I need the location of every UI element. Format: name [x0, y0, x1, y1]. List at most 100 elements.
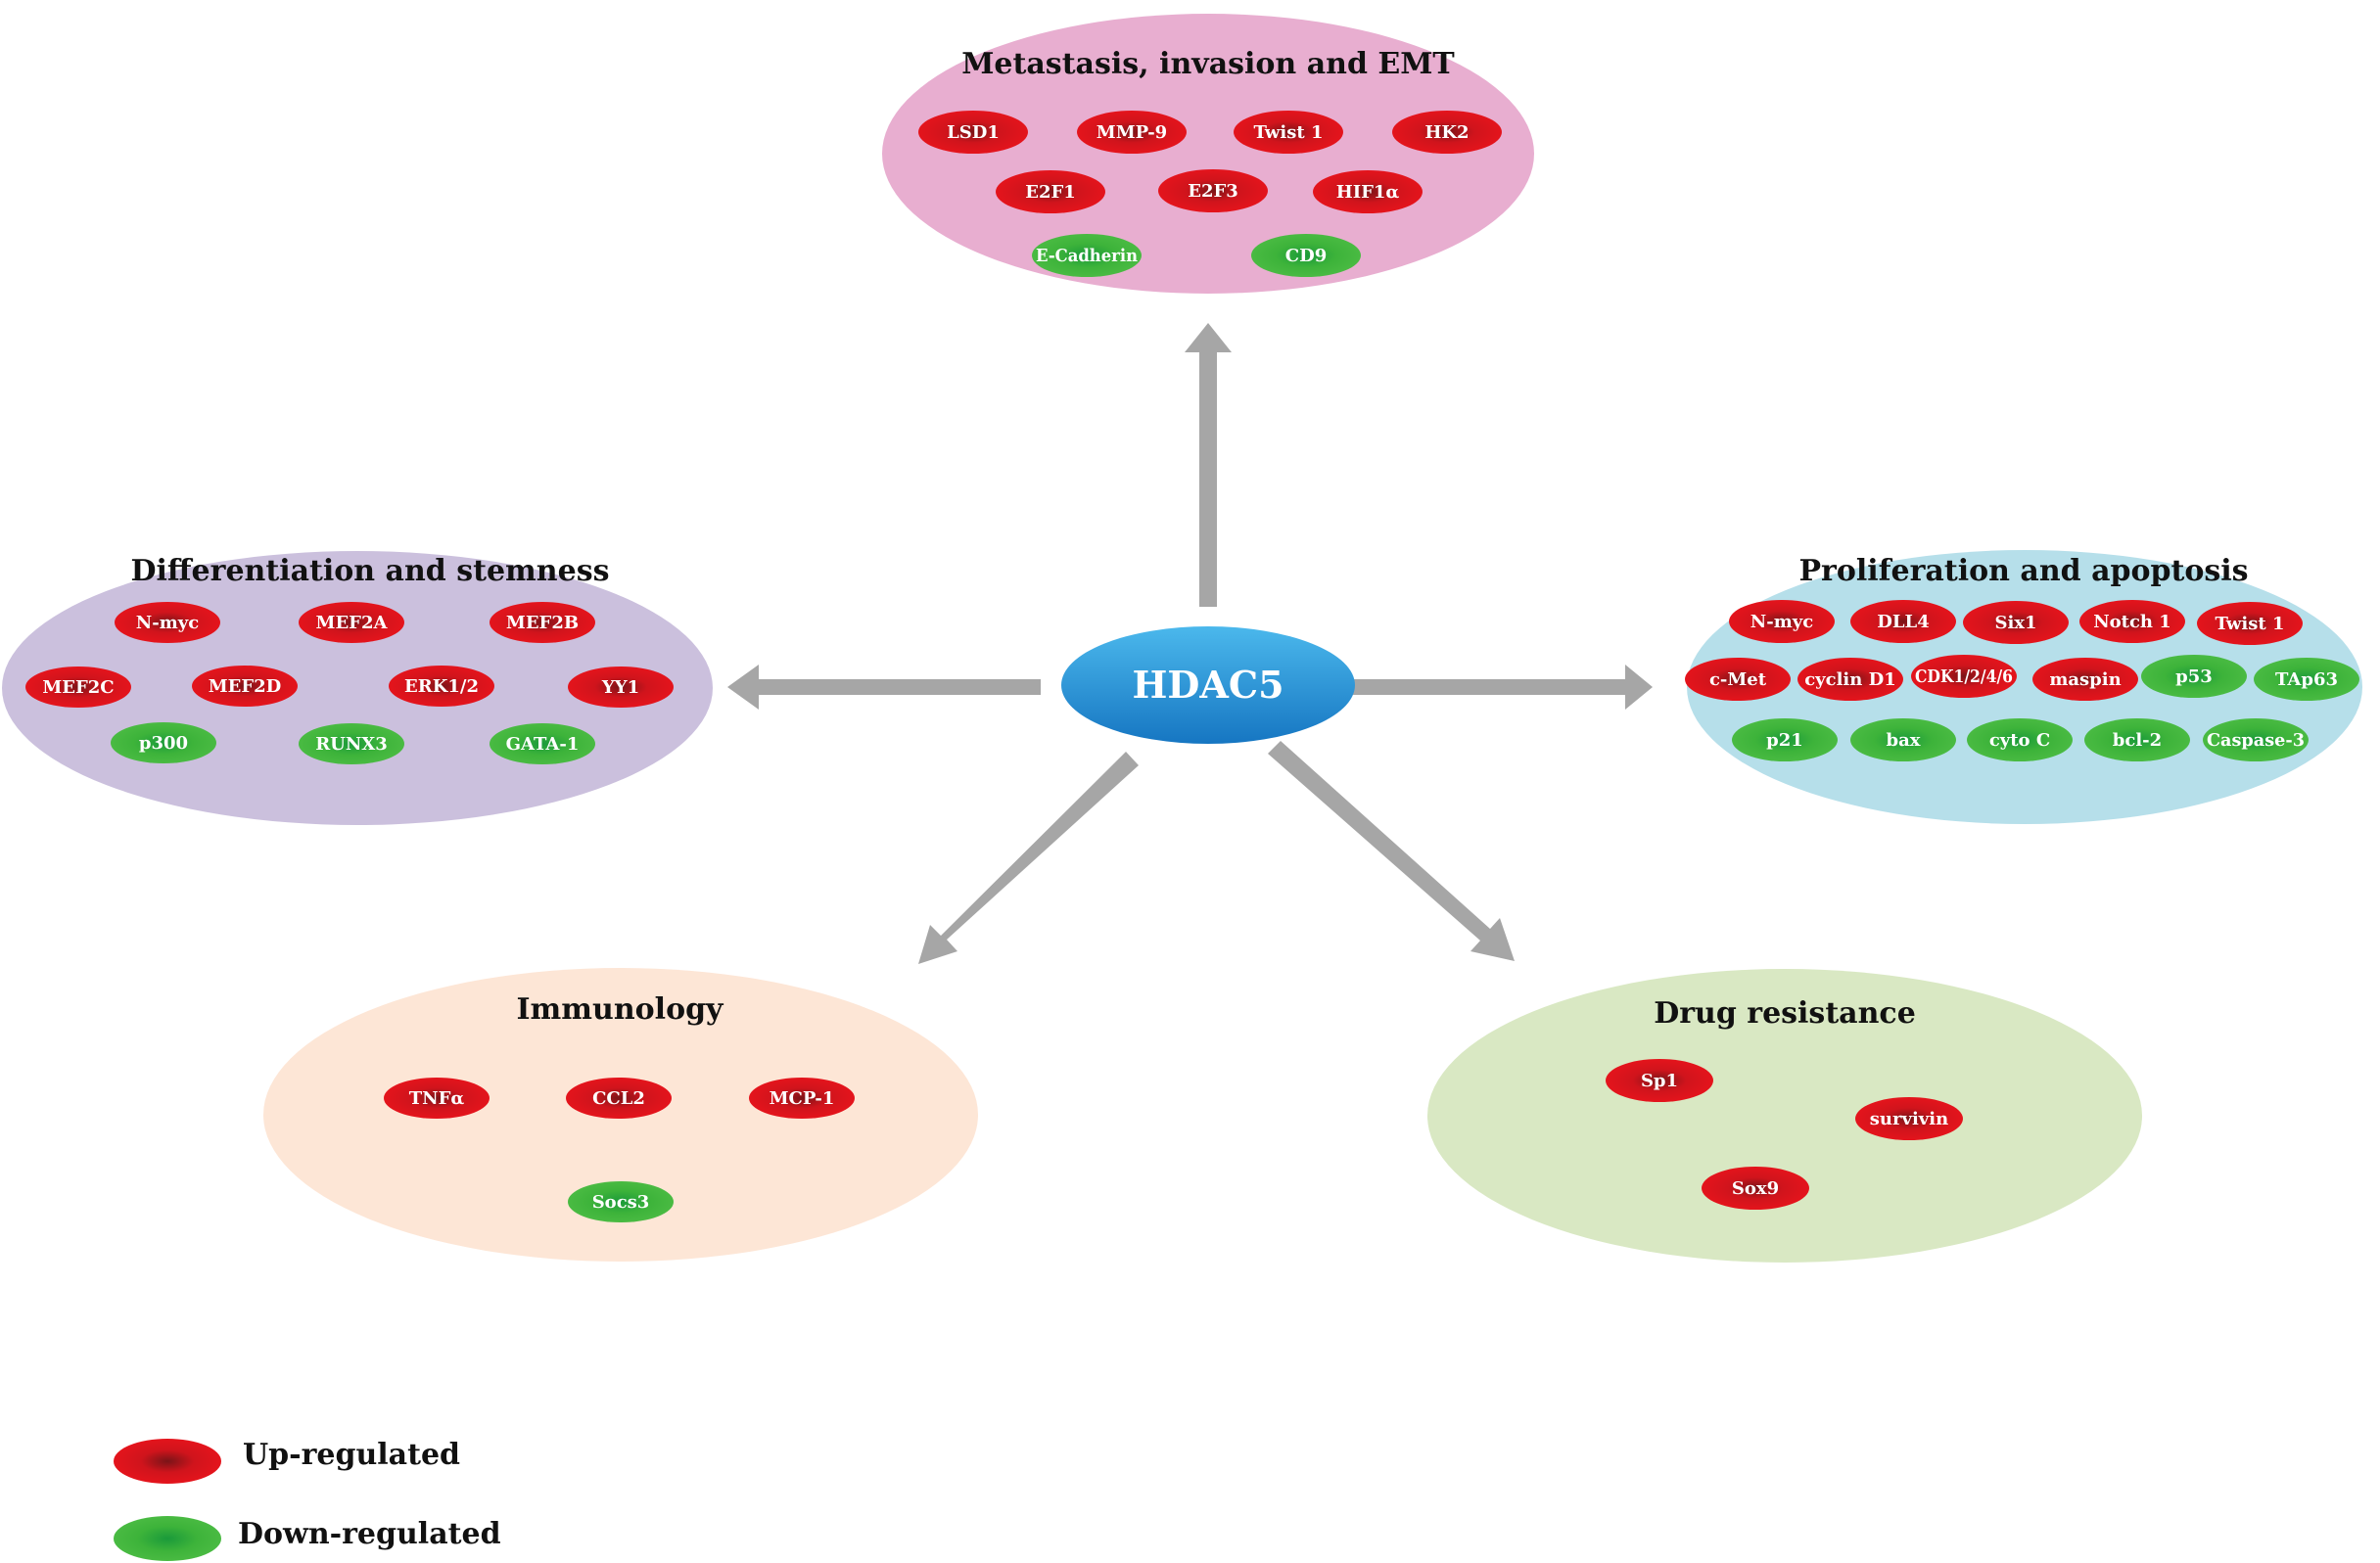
gene-up-regulated: Six1 [1963, 601, 2069, 644]
gene-pill [918, 111, 1028, 154]
gene-pill [111, 722, 216, 763]
gene-up-regulated: Sox9 [1702, 1167, 1809, 1210]
gene-up-regulated: MCP-1 [749, 1078, 855, 1119]
gene-pill [1855, 1097, 1963, 1140]
gene-pill [115, 602, 220, 643]
gene-label: CD9 [1285, 246, 1327, 266]
gene-down-regulated: CD9 [1251, 234, 1361, 277]
gene-pill [299, 602, 404, 643]
gene-down-regulated: cyto C [1967, 718, 2073, 761]
gene-label: MEF2C [42, 677, 114, 698]
gene-down-regulated: GATA-1 [490, 723, 595, 764]
gene-pill [299, 723, 404, 764]
gene-up-regulated: maspin [2032, 658, 2138, 701]
gene-label: p53 [2175, 667, 2213, 687]
group-title-differentiation: Differentiation and stemness [131, 554, 610, 588]
gene-label: N-myc [136, 613, 199, 633]
gene-pill [2141, 655, 2247, 698]
gene-pill [2079, 600, 2185, 643]
gene-up-regulated: Twist 1 [1234, 111, 1343, 154]
arrows [727, 323, 1653, 964]
gene-label: LSD1 [947, 122, 1000, 143]
gene-pill [1234, 111, 1343, 154]
gene-label: bax [1887, 730, 1921, 751]
gene-label: MCP-1 [770, 1088, 835, 1109]
gene-up-regulated: E2F1 [996, 170, 1105, 213]
gene-pill [1850, 718, 1956, 761]
gene-label: Sp1 [1641, 1071, 1678, 1091]
gene-label: p21 [1766, 730, 1803, 751]
gene-pill [1392, 111, 1502, 154]
gene-up-regulated: MEF2A [299, 602, 404, 643]
gene-label: GATA-1 [506, 734, 580, 755]
gene-label: cyclin D1 [1804, 669, 1896, 690]
gene-up-regulated: TNFα [384, 1078, 490, 1119]
gene-pill [384, 1078, 490, 1119]
gene-label: Socs3 [592, 1192, 650, 1213]
gene-up-regulated: Sp1 [1606, 1059, 1713, 1102]
gene-down-regulated: p300 [111, 722, 216, 763]
gene-pill [192, 666, 298, 707]
gene-label: Caspase-3 [2207, 730, 2305, 751]
gene-pill [1797, 658, 1903, 701]
gene-pill [1702, 1167, 1809, 1210]
gene-up-regulated: cyclin D1 [1797, 658, 1903, 701]
gene-up-regulated: CCL2 [566, 1078, 672, 1119]
gene-pill [1685, 658, 1791, 701]
gene-label: Sox9 [1732, 1178, 1779, 1199]
gene-up-regulated: DLL4 [1850, 600, 1956, 643]
gene-label: TAp63 [2275, 669, 2338, 690]
gene-label: E-Cadherin [1036, 246, 1138, 266]
gene-label: Twist 1 [1254, 122, 1324, 143]
gene-up-regulated: MEF2B [490, 602, 595, 643]
arrow-to-immunology [918, 752, 1139, 964]
gene-pill [490, 602, 595, 643]
gene-label: N-myc [1750, 612, 1813, 632]
gene-label: MEF2D [209, 676, 282, 697]
gene-up-regulated: YY1 [568, 667, 674, 708]
group-title-proliferation: Proliferation and apoptosis [1798, 554, 2248, 588]
legend: Up-regulated Down-regulated [114, 1438, 501, 1561]
gene-up-regulated: MEF2C [25, 667, 131, 708]
arrow-to-metastasis [1185, 323, 1232, 607]
gene-up-regulated: E2F3 [1158, 169, 1268, 212]
gene-down-regulated: RUNX3 [299, 723, 404, 764]
gene-up-regulated: HIF1α [1313, 170, 1423, 213]
gene-pill [568, 1181, 674, 1222]
gene-down-regulated: p53 [2141, 655, 2247, 698]
gene-pill [1313, 170, 1423, 213]
gene-label: TNFα [409, 1088, 465, 1109]
legend-up-label: Up-regulated [243, 1438, 460, 1472]
group-drug-resistance [1427, 969, 2142, 1263]
gene-up-regulated: LSD1 [918, 111, 1028, 154]
gene-label: Notch 1 [2093, 612, 2171, 632]
gene-label: ERK1/2 [404, 676, 479, 697]
gene-label: CDK1/2/4/6 [1915, 667, 2013, 687]
gene-pill [1732, 718, 1838, 761]
gene-up-regulated: MMP-9 [1077, 111, 1187, 154]
gene-up-regulated: CDK1/2/4/6 [1911, 655, 2017, 698]
gene-up-regulated: N-myc [115, 602, 220, 643]
gene-label: E2F1 [1025, 182, 1076, 203]
gene-up-regulated: survivin [1855, 1097, 1963, 1140]
gene-up-regulated: Notch 1 [2079, 600, 2185, 643]
arrow-to-proliferation [1352, 665, 1653, 710]
arrow-to-differentiation [727, 665, 1041, 710]
gene-label: c-Met [1709, 669, 1767, 690]
gene-down-regulated: Caspase-3 [2203, 718, 2309, 761]
gene-pill [996, 170, 1105, 213]
gene-pill [1032, 234, 1142, 277]
gene-label: cyto C [1989, 730, 2050, 751]
hdac5-label: HDAC5 [1132, 663, 1283, 707]
gene-pill [568, 667, 674, 708]
gene-pill [1850, 600, 1956, 643]
gene-label: bcl-2 [2113, 730, 2162, 751]
gene-down-regulated: p21 [1732, 718, 1838, 761]
gene-up-regulated: N-myc [1729, 600, 1835, 643]
gene-pill [2254, 658, 2359, 701]
gene-up-regulated: HK2 [1392, 111, 1502, 154]
gene-label: YY1 [601, 677, 639, 698]
gene-down-regulated: TAp63 [2254, 658, 2359, 701]
